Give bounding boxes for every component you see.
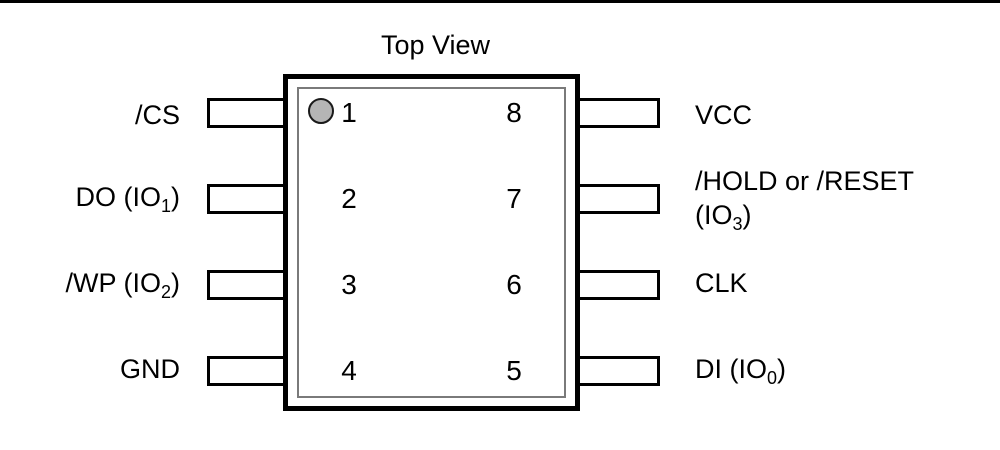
pin-label-gnd: GND: [120, 354, 180, 384]
pin-number-1: 1: [341, 97, 357, 128]
pin-number-4: 4: [341, 355, 357, 386]
package-body: [283, 74, 580, 411]
pin-label-vcc: VCC: [695, 100, 753, 130]
pin-number-8: 8: [506, 97, 522, 128]
pin1-indicator-dot: [308, 98, 334, 124]
pin-label-clk: CLK: [695, 268, 748, 298]
pin-label-cs: /CS: [134, 100, 180, 130]
pin-label-di: DI (IO0): [695, 354, 787, 388]
package-inner-outline: [297, 87, 566, 398]
page-title: Top View: [380, 30, 491, 60]
pin-number-5: 5: [506, 355, 522, 386]
lead-pin-6: [576, 270, 660, 300]
pin-number-6: 6: [506, 269, 522, 300]
lead-pin-5: [576, 356, 660, 386]
lead-pin-8: [576, 98, 660, 128]
lead-pin-1: [207, 98, 289, 128]
pin-number-3: 3: [341, 269, 357, 300]
pin-label-hold-reset: /HOLD or /RESET(IO3): [695, 166, 915, 234]
pin-label-do: DO (IO1): [75, 182, 180, 216]
pin-label-wp: /WP (IO2): [65, 268, 180, 302]
lead-pin-3: [207, 270, 289, 300]
lead-pin-7: [576, 184, 660, 214]
pin-number-7: 7: [506, 183, 522, 214]
lead-pin-2: [207, 184, 289, 214]
pin-number-2: 2: [341, 183, 357, 214]
lead-pin-4: [207, 356, 289, 386]
page-top-rule: [0, 0, 1000, 3]
